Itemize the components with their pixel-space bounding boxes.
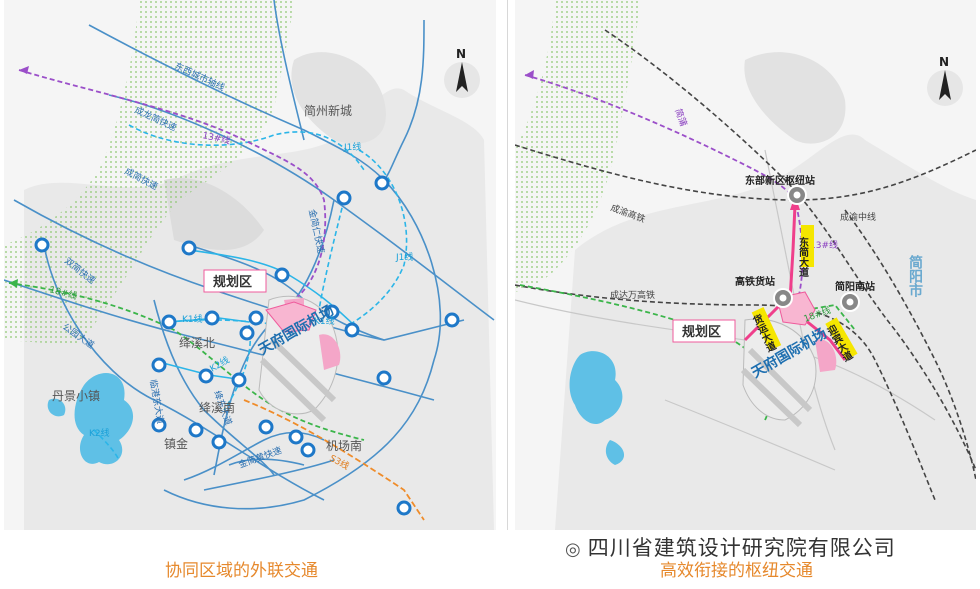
station-label-hsr-freight: 高铁货站 — [735, 275, 775, 288]
label-j1b: J1线 — [395, 251, 413, 263]
line13-arrow — [19, 66, 29, 74]
line13 — [18, 69, 327, 301]
station[interactable] — [344, 322, 360, 338]
left-map-panel: N 东西城市轴线 成龙简快速 成简快速 金简仁快速 双简快速 公园大道 绛东大道… — [4, 0, 496, 530]
station[interactable] — [248, 310, 264, 326]
station[interactable] — [239, 325, 255, 341]
station[interactable] — [231, 372, 247, 388]
place-danjing-town: 丹景小镇 — [52, 389, 100, 403]
hill-area — [164, 178, 264, 250]
stations — [34, 175, 460, 516]
station[interactable] — [376, 370, 392, 386]
station-label-jianyang-south: 简阳南站 — [835, 280, 875, 293]
label-line13: 13#线 — [810, 239, 838, 251]
station-icon-east-hub[interactable] — [787, 185, 807, 205]
caption-left: 协同区域的外联交通 — [165, 561, 318, 581]
lake — [74, 373, 134, 465]
hsr-lines — [515, 29, 976, 501]
panel-divider — [507, 0, 508, 530]
hill-area-north — [291, 52, 386, 144]
place-jianzhou-new-city: 简州新城 — [304, 103, 352, 118]
station[interactable] — [151, 357, 167, 373]
station-label-east-hub: 东部新区枢纽站 — [745, 174, 815, 187]
place-jianyang-city: 简阳市 — [907, 254, 923, 298]
ecological-zone — [515, 0, 640, 292]
wechat-icon: ◎ — [565, 539, 582, 560]
station[interactable] — [151, 417, 167, 433]
station[interactable] — [444, 312, 460, 328]
left-map-svg: N 东西城市轴线 成龙简快速 成简快速 金简仁快速 双简快速 公园大道 绛东大道… — [4, 0, 496, 530]
label-chengyu-mid: 成渝中线 — [840, 211, 876, 223]
place-zhenjin: 镇金 — [164, 436, 188, 451]
north-label: N — [939, 55, 949, 69]
station-icon-jianyang-south[interactable] — [840, 292, 860, 312]
right-map-panel: N 东部新区枢纽站 高铁货站 简阳南站 成渝高铁 成渝中线 成达万高铁 13#线… — [515, 0, 976, 530]
station[interactable] — [336, 190, 352, 206]
label-j1: J1线 — [343, 141, 361, 153]
label-dongjian-avenue: 东简大道 — [797, 236, 809, 278]
station[interactable] — [161, 314, 177, 330]
planning-zone-label: 规划区 — [682, 324, 721, 340]
line18 — [8, 282, 365, 441]
label-k1: K1线 — [182, 313, 203, 325]
line18 — [519, 284, 856, 421]
planning-zone-box — [203, 269, 267, 293]
north-arrow-icon — [927, 70, 963, 106]
station[interactable] — [258, 419, 274, 435]
station[interactable] — [188, 422, 204, 438]
place-airport-south: 机场南 — [326, 438, 362, 453]
station[interactable] — [374, 175, 390, 191]
place-jiangxi-south: 绛溪南 — [199, 400, 235, 415]
station[interactable] — [274, 267, 290, 283]
place-jiangxi-north: 绛溪北 — [179, 336, 215, 350]
planning-zone-label: 规划区 — [213, 274, 252, 290]
label-chengdawan: 成达万高铁 — [610, 289, 655, 301]
planning-zone-box — [672, 319, 736, 343]
lake — [569, 351, 623, 425]
label-k1b: K1线 — [314, 315, 335, 327]
station[interactable] — [198, 368, 214, 384]
station[interactable] — [181, 240, 197, 256]
station[interactable] — [204, 310, 220, 326]
planning-zone-shape — [265, 301, 317, 333]
right-map-svg: N 东部新区枢纽站 高铁货站 简阳南站 成渝高铁 成渝中线 成达万高铁 13#线… — [515, 0, 976, 530]
station[interactable] — [34, 237, 50, 253]
station[interactable] — [324, 304, 340, 320]
station[interactable] — [288, 429, 304, 445]
north-arrow-icon — [444, 62, 480, 98]
north-label: N — [456, 47, 466, 61]
station[interactable] — [396, 500, 412, 516]
s3-line — [243, 399, 425, 521]
station[interactable] — [300, 442, 316, 458]
station-icon-hsr-freight[interactable] — [773, 288, 793, 308]
label-k2b: K2线 — [89, 427, 110, 439]
watermark: ◎四川省建筑设计研究院有限公司 — [565, 532, 896, 562]
watermark-text: 四川省建筑设计研究院有限公司 — [587, 536, 896, 560]
airport-area — [740, 318, 837, 428]
ecological-zone — [4, 0, 294, 345]
caption-right: 高效衔接的枢纽交通 — [660, 561, 813, 581]
station[interactable] — [211, 434, 227, 450]
